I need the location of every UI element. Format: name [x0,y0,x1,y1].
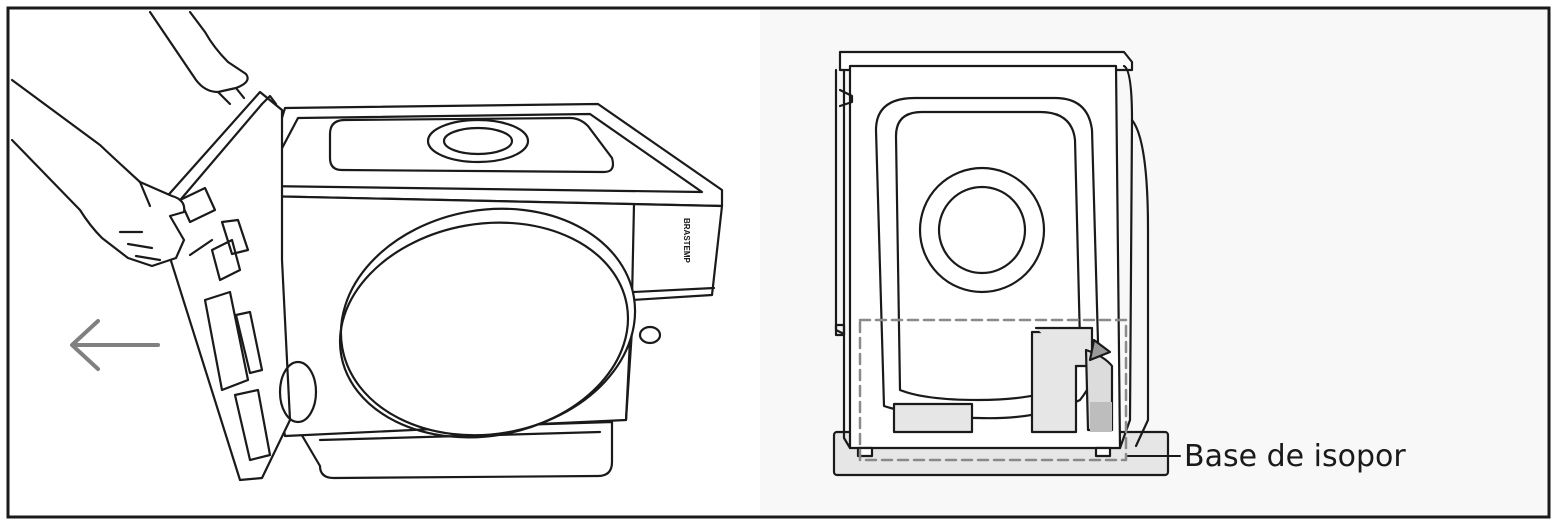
side-panel [153,90,318,482]
brand-logo: BRASTEMP [682,218,691,264]
callout-label: Base de isopor [1184,439,1406,474]
hand-upper [148,10,249,106]
diagram-border [6,6,1551,519]
foam-base-left [298,420,614,480]
arrow-left-icon [70,319,160,371]
foam-inserts [892,326,1114,434]
washer-feet [856,446,1112,458]
washer-door [338,207,637,439]
left-scene: BRASTEMP [10,10,724,482]
right-scene [832,50,1181,477]
hand-lower [10,78,186,268]
highlight-box [858,318,1128,462]
